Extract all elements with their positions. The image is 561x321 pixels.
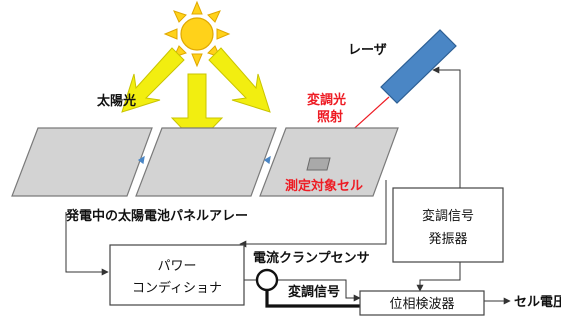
phase-detector-box: 位相検波器 — [359, 290, 485, 316]
wiring — [65, 66, 511, 305]
sunlight-label: 太陽光 — [96, 93, 136, 109]
modulation-signal-label: 変調信号 — [288, 284, 340, 300]
solar-panel-2 — [135, 127, 277, 197]
power-conditioner-label-line1: パワー — [157, 259, 196, 274]
signal-oscillator-label-line1: 変調信号 — [422, 208, 474, 224]
solar-panel-1 — [11, 127, 153, 197]
power-conditioner-label-line2: コンディショナ — [132, 280, 222, 296]
power-conditioner-box: パワー コンディショナ — [109, 244, 245, 306]
panel-array-label: 発電中の太陽電池パネルアレー — [65, 208, 248, 224]
cell-voltage-label: セル電圧 — [514, 295, 561, 310]
sunlight-arrow-right — [208, 47, 271, 113]
signal-oscillator-box: 変調信号 発振器 — [392, 187, 504, 263]
target-cell-label: 測定対象セル — [285, 178, 363, 194]
sunlight-arrow-left — [121, 47, 185, 113]
signal-oscillator-label-line2: 発振器 — [428, 232, 467, 247]
modulated-light-label-line1: 変調光 — [307, 92, 346, 108]
laser-label: レーザ — [348, 43, 387, 58]
current-clamp-sensor — [255, 268, 360, 308]
sunlight-arrows — [121, 47, 271, 145]
modulated-light-label-line2: 照射 — [317, 109, 343, 125]
phase-detector-label: 位相検波器 — [389, 297, 454, 312]
current-clamp-sensor-label: 電流クランプセンサ — [253, 250, 370, 266]
laser-icon — [380, 29, 457, 104]
target-cell — [306, 157, 331, 171]
